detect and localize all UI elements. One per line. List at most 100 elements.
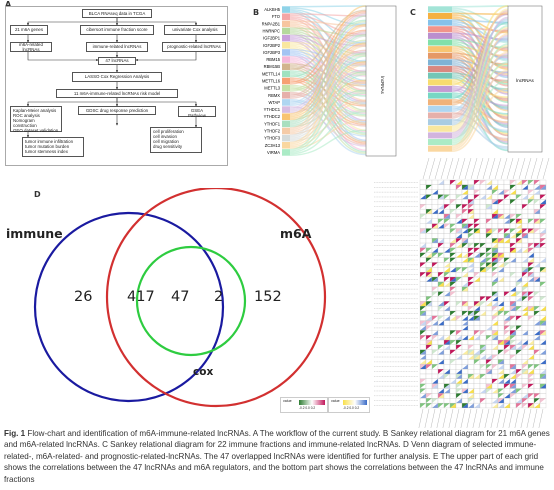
sankey-b-node	[282, 120, 290, 128]
heatmap-cell-lower	[456, 340, 462, 345]
heatmap-cell-lower	[534, 393, 540, 399]
heatmap-cell-lower	[522, 223, 528, 229]
heatmap-cell-lower	[426, 213, 432, 219]
heatmap-cell-upper	[498, 233, 504, 239]
heatmap-cell-lower	[432, 378, 438, 384]
heatmap-cell-upper	[516, 204, 522, 210]
heatmap-cell-lower	[522, 262, 528, 268]
heatmap-cell-lower	[444, 403, 450, 408]
heatmap-cell-lower	[462, 267, 468, 273]
heatmap-cell-upper	[540, 354, 546, 360]
heatmap-cell-lower	[456, 296, 462, 302]
heatmap-cell-upper	[462, 291, 468, 297]
heatmap-cell-lower	[522, 272, 528, 277]
heatmap-cell-upper	[444, 228, 450, 234]
heatmap-cell-upper	[522, 228, 528, 234]
sankey-b-gene-label: WTAP	[268, 100, 280, 105]
heatmap-cell-upper	[492, 301, 498, 307]
heatmap-cell-upper	[534, 204, 540, 210]
heatmap-cell-upper	[516, 281, 522, 287]
heatmap-cell-upper	[486, 330, 492, 336]
heatmap-cell-lower	[486, 383, 492, 389]
heatmap-cell-lower	[522, 257, 528, 263]
heatmap-cell-lower	[480, 383, 486, 389]
heatmap-cell-lower	[504, 310, 510, 316]
figure-caption: Fig. 1 Flow-chart and identification of …	[4, 428, 552, 485]
heatmap-cell-lower	[522, 243, 528, 248]
heatmap-cell-lower	[510, 247, 516, 253]
heatmap-cell-lower	[450, 296, 456, 302]
heatmap-cell-upper	[432, 354, 438, 360]
heatmap-cell-upper	[420, 277, 426, 282]
heatmap-cell-upper	[486, 378, 492, 384]
heatmap-cell-lower	[438, 369, 444, 374]
heatmap-cell-upper	[516, 374, 522, 379]
heatmap-cell-upper	[522, 354, 528, 360]
heatmap-cell-lower	[480, 213, 486, 219]
sankey-c-flow	[451, 13, 509, 93]
heatmap-cell-upper	[498, 267, 504, 273]
heatmap-cell-lower	[480, 223, 486, 229]
heatmap-cell-lower	[426, 310, 432, 316]
heatmap-cell-lower	[420, 262, 426, 268]
heatmap-cell-lower	[438, 286, 444, 292]
heatmap-cell-lower	[540, 310, 546, 316]
heatmap-cell-lower	[432, 281, 438, 287]
heatmap-cell-upper	[432, 398, 438, 404]
heatmap-cell-lower	[504, 267, 510, 273]
heatmap-cell-upper	[528, 398, 534, 404]
km-line-2: ROC analysis	[13, 113, 40, 119]
heatmap-cell-upper	[480, 180, 486, 185]
heatmap-cell-lower	[516, 218, 522, 224]
heatmap-cell-lower	[492, 267, 498, 273]
heatmap-cell-lower	[420, 267, 426, 273]
heatmap-cell-upper	[474, 204, 480, 210]
heatmap-cell-lower	[498, 199, 504, 205]
heatmap-cell-lower	[474, 388, 480, 394]
heatmap-cell-upper	[480, 301, 486, 307]
heatmap-cell-upper	[534, 277, 540, 282]
heatmap-cell-upper	[522, 281, 528, 287]
heatmap-cell-upper	[432, 233, 438, 239]
heatmap-cell-upper	[522, 388, 528, 394]
heatmap-cell-upper	[462, 364, 468, 370]
sankey-c-target-node	[507, 5, 543, 153]
heatmap-cell-upper	[432, 257, 438, 263]
heatmap-cell-upper	[426, 306, 432, 311]
heatmap-bottom-header	[532, 408, 538, 428]
heatmap-cell-lower	[444, 281, 450, 287]
heatmap-cell-upper	[474, 325, 480, 331]
sankey-b-flows	[289, 5, 367, 157]
heatmap-cell-lower	[474, 267, 480, 273]
sankey-b-gene-label: IGF2BP2	[263, 43, 281, 48]
heatmap-cell-upper	[516, 233, 522, 239]
sankey-c-node	[428, 46, 452, 53]
heatmap-cell-lower	[510, 257, 516, 263]
heatmap-cell-lower	[516, 388, 522, 394]
heatmap-cell-lower	[528, 247, 534, 253]
heatmap-cell-upper	[522, 378, 528, 384]
heatmap-cell-upper	[522, 252, 528, 258]
heatmap-cell-lower	[510, 354, 516, 360]
heatmap-cell-upper	[450, 398, 456, 404]
gsea-line-2: Pathview	[188, 113, 206, 119]
heatmap-col-header	[524, 157, 532, 180]
heatmap-cell-upper	[486, 301, 492, 307]
heatmap-cell-lower	[492, 320, 498, 326]
heatmap-cell-upper	[480, 306, 486, 311]
heatmap-cell-upper	[522, 257, 528, 263]
legend-gradient-immune	[343, 400, 367, 405]
heatmap-cell-lower	[510, 267, 516, 273]
heatmap-cell-upper	[444, 180, 450, 185]
heatmap-cell-upper	[540, 398, 546, 404]
heatmap-cell-upper	[438, 267, 444, 273]
heatmap-cell-lower	[486, 291, 492, 297]
heatmap-cell-upper	[468, 330, 474, 336]
heatmap-cell-lower	[450, 243, 456, 248]
heatmap-cell-upper	[432, 340, 438, 345]
heatmap-cell-upper	[498, 277, 504, 282]
heatmap-cell-lower	[426, 306, 432, 311]
sankey-b-node	[282, 142, 290, 149]
heatmap-cell-lower	[462, 291, 468, 297]
heatmap-cell-lower	[480, 296, 486, 302]
